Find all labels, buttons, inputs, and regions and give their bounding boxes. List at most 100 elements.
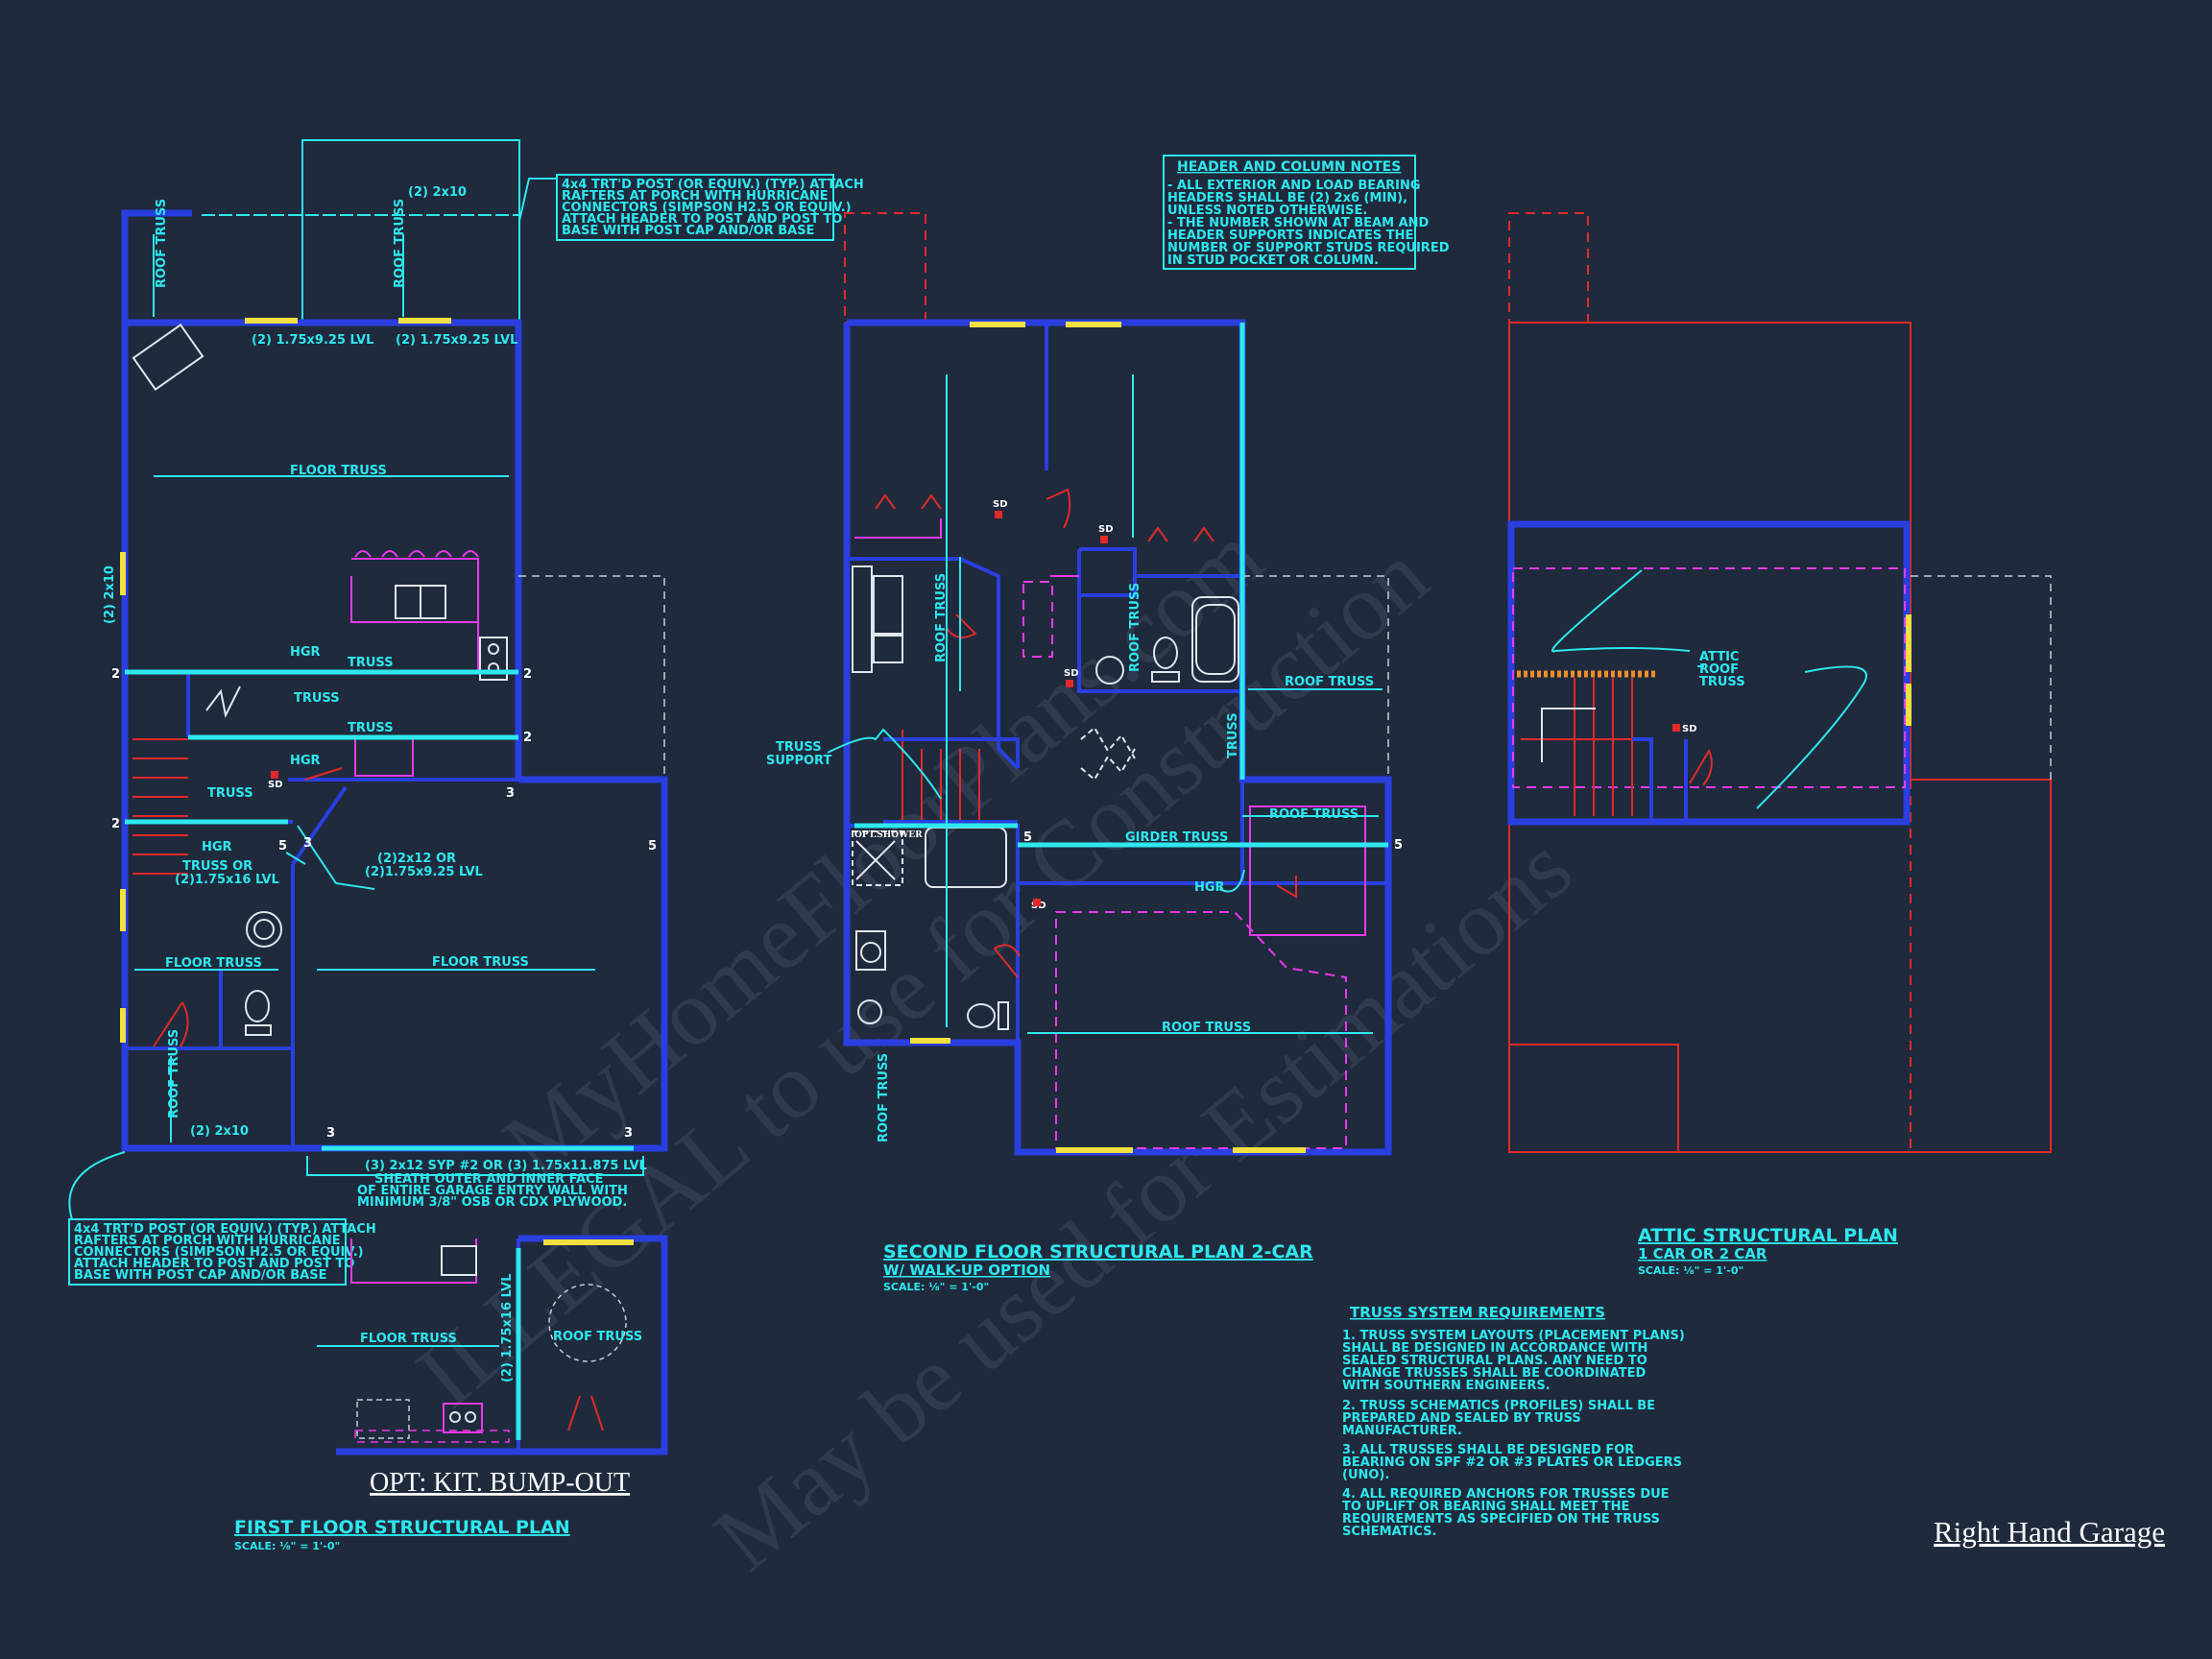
porch-note-line-5: BASE WITH POST CAP AND/OR BASE <box>562 224 814 238</box>
porch-note-line-3: CONNECTORS (SIMPSON H2.5 OR EQUIV.) <box>562 201 852 215</box>
ff-floor-truss-top: FLOOR TRUSS <box>290 464 387 478</box>
sf-smoke-detector-2 <box>1100 536 1108 543</box>
ff-floor-truss-left: FLOOR TRUSS <box>165 956 262 971</box>
ff-hgr-2: HGR <box>290 754 321 768</box>
first-floor-scale: SCALE: ⅛" = 1'-0" <box>234 1540 340 1552</box>
ff-num-2d: 2 <box>111 817 120 831</box>
truss-req-line-1: 1. TRUSS SYSTEM LAYOUTS (PLACEMENT PLANS… <box>1342 1329 1685 1343</box>
attic-sd: SD <box>1682 724 1697 734</box>
sf-smoke-detector-3 <box>1066 680 1073 687</box>
truss-req-line-15: SCHEMATICS. <box>1342 1525 1436 1539</box>
ff-num-5a: 5 <box>278 839 287 854</box>
ff-truss-or: TRUSS OR <box>182 859 252 874</box>
first-floor-plan: (2) 2x10 ROOF TRUSS ROOF TRUSS (2) 1.75x… <box>68 139 864 1286</box>
ff-lvl-right: (2) 1.75x9.25 LVL <box>396 333 517 348</box>
sf-num-5b: 5 <box>1394 838 1403 853</box>
sf-hgr: HGR <box>1194 880 1225 895</box>
truss-req-line-12: 4. ALL REQUIRED ANCHORS FOR TRUSSES DUE <box>1342 1487 1670 1502</box>
garage-wall-note: (3) 2x12 SYP #2 OR (3) 1.75x11.875 LVL S… <box>306 1156 647 1210</box>
ff-rear-2x10: (2) 2x10 <box>190 1124 249 1139</box>
header-notes-line-1: - ALL EXTERIOR AND LOAD BEARING <box>1167 179 1421 193</box>
ff-num-5b: 5 <box>648 839 657 854</box>
rear-post-note: 4x4 TRT'D POST (OR EQUIV.) (TYP.) ATTACH… <box>68 1218 376 1286</box>
ff-roof-truss-rear: ROOF TRUSS <box>167 1029 181 1118</box>
ff-truss-3: TRUSS <box>348 721 394 735</box>
sf-truss-v: TRUSS <box>1226 712 1240 758</box>
sf-num-5a: 5 <box>1023 830 1032 845</box>
ff-hgr-1: HGR <box>290 645 321 660</box>
attic-title: ATTIC STRUCTURAL PLAN <box>1638 1225 1898 1246</box>
sf-girder-truss: GIRDER TRUSS <box>1125 830 1228 845</box>
sf-sd-2: SD <box>1098 524 1114 535</box>
ff-beam-2x12: (2)2x12 OR <box>377 852 456 866</box>
header-notes-line-6: NUMBER OF SUPPORT STUDS REQUIRED <box>1167 241 1450 255</box>
ff-num-2b: 2 <box>523 667 532 682</box>
opt-roof-truss: ROOF TRUSS <box>553 1330 642 1344</box>
header-column-notes: HEADER AND COLUMN NOTES - ALL EXTERIOR A… <box>1163 155 1450 270</box>
rear-note-line-1: 4x4 TRT'D POST (OR EQUIV.) (TYP.) ATTACH <box>74 1222 376 1237</box>
attic-roof-truss-3: TRUSS <box>1699 675 1745 689</box>
truss-req-line-6: 2. TRUSS SCHEMATICS (PROFILES) SHALL BE <box>1342 1399 1655 1413</box>
ff-beam-2x12-lvl: (2)1.75x9.25 LVL <box>365 865 483 879</box>
second-floor-scale: SCALE: ⅛" = 1'-0" <box>883 1281 989 1293</box>
attic-roof-truss-1: ATTIC <box>1699 650 1739 664</box>
porch-note-line-2: RAFTERS AT PORCH WITH HURRICANE <box>562 189 829 204</box>
sf-roof-truss-h1: ROOF TRUSS <box>1285 675 1374 689</box>
truss-req-title: TRUSS SYSTEM REQUIREMENTS <box>1350 1304 1605 1321</box>
ff-num-3b: 3 <box>303 836 312 851</box>
sf-truss-support-2: SUPPORT <box>766 754 831 768</box>
truss-req-line-8: MANUFACTURER. <box>1342 1424 1462 1438</box>
second-floor-subtitle: W/ WALK-UP OPTION <box>883 1262 1050 1279</box>
sf-smoke-detector-1 <box>995 511 1002 518</box>
first-floor-stair <box>132 685 241 875</box>
rear-note-line-5: BASE WITH POST CAP AND/OR BASE <box>74 1268 326 1283</box>
ff-truss-or-lvl: (2)1.75x16 LVL <box>175 873 279 887</box>
sf-roof-truss-v1: ROOF TRUSS <box>934 573 949 662</box>
truss-req-line-5: WITH SOUTHERN ENGINEERS. <box>1342 1379 1551 1393</box>
header-notes-line-2: HEADERS SHALL BE (2) 2x6 (MIN), <box>1167 191 1407 205</box>
porch-note-line-1: 4x4 TRT'D POST (OR EQUIV.) (TYP.) ATTACH <box>562 178 864 192</box>
ff-num-3c: 3 <box>326 1126 335 1141</box>
truss-req-line-4: CHANGE TRUSSES SHALL BE COORDINATED <box>1342 1366 1646 1381</box>
header-notes-line-3: UNLESS NOTED OTHERWISE. <box>1167 204 1367 218</box>
ff-num-3a: 3 <box>506 786 515 801</box>
ff-roof-truss-a: ROOF TRUSS <box>155 199 169 288</box>
truss-req-line-11: (UNO). <box>1342 1468 1389 1482</box>
ff-truss-2: TRUSS <box>294 691 340 706</box>
sf-truss-support-1: TRUSS <box>776 740 822 755</box>
header-notes-line-4: - THE NUMBER SHOWN AT BEAM AND <box>1167 216 1430 230</box>
sf-opt-shower: OPT.SHOWER <box>854 830 923 840</box>
rear-note-line-2: RAFTERS AT PORCH WITH HURRICANE <box>74 1234 341 1248</box>
opt-bumpout-title: OPT: KIT. BUMP-OUT <box>370 1468 630 1498</box>
porch-post-note: 4x4 TRT'D POST (OR EQUIV.) (TYP.) ATTACH… <box>556 174 864 241</box>
garage-note-line-3: OF ENTIRE GARAGE ENTRY WALL WITH <box>357 1184 628 1198</box>
attic-smoke-detector <box>1672 724 1680 732</box>
sf-sd-1: SD <box>993 499 1008 510</box>
garage-note-line-1: (3) 2x12 SYP #2 OR (3) 1.75x11.875 LVL <box>365 1159 647 1173</box>
ff-truss-1: TRUSS <box>348 656 394 670</box>
first-floor-title: FIRST FLOOR STRUCTURAL PLAN <box>234 1517 570 1538</box>
sf-smoke-detector-4 <box>1033 899 1041 906</box>
attic-subtitle: 1 CAR OR 2 CAR <box>1638 1245 1767 1262</box>
ff-num-3d: 3 <box>624 1126 633 1141</box>
attic-plan: ATTIC ROOF TRUSS SD <box>1507 212 2052 1153</box>
ff-header-2x10: (2) 2x10 <box>408 185 467 200</box>
truss-req-line-2: SHALL BE DESIGNED IN ACCORDANCE WITH <box>1342 1341 1647 1356</box>
truss-req-line-7: PREPARED AND SEALED BY TRUSS <box>1342 1411 1581 1426</box>
header-notes-line-5: HEADER SUPPORTS INDICATES THE <box>1167 228 1413 243</box>
sf-roof-truss-v3: ROOF TRUSS <box>877 1053 891 1142</box>
attic-scale: SCALE: ⅛" = 1'-0" <box>1638 1264 1743 1277</box>
sf-roof-truss-main: ROOF TRUSS <box>1162 1021 1251 1035</box>
truss-req-line-9: 3. ALL TRUSSES SHALL BE DESIGNED FOR <box>1342 1443 1634 1457</box>
ff-sd: SD <box>268 780 283 790</box>
ff-truss-4: TRUSS <box>207 786 253 801</box>
garage-note-line-4: MINIMUM 3/8" OSB OR CDX PLYWOOD. <box>357 1195 627 1210</box>
ff-floor-truss-garage: FLOOR TRUSS <box>432 955 529 970</box>
second-floor-stair <box>883 730 1020 826</box>
rear-note-line-4: ATTACH HEADER TO POST AND POST TO <box>74 1257 354 1271</box>
ff-lvl-left: (2) 1.75x9.25 LVL <box>252 333 373 348</box>
header-notes-line-7: IN STUD POCKET OR COLUMN. <box>1167 253 1379 268</box>
opt-lvl: (2) 1.75x16 LVL <box>500 1274 515 1382</box>
sf-roof-truss-v2: ROOF TRUSS <box>1128 583 1142 672</box>
